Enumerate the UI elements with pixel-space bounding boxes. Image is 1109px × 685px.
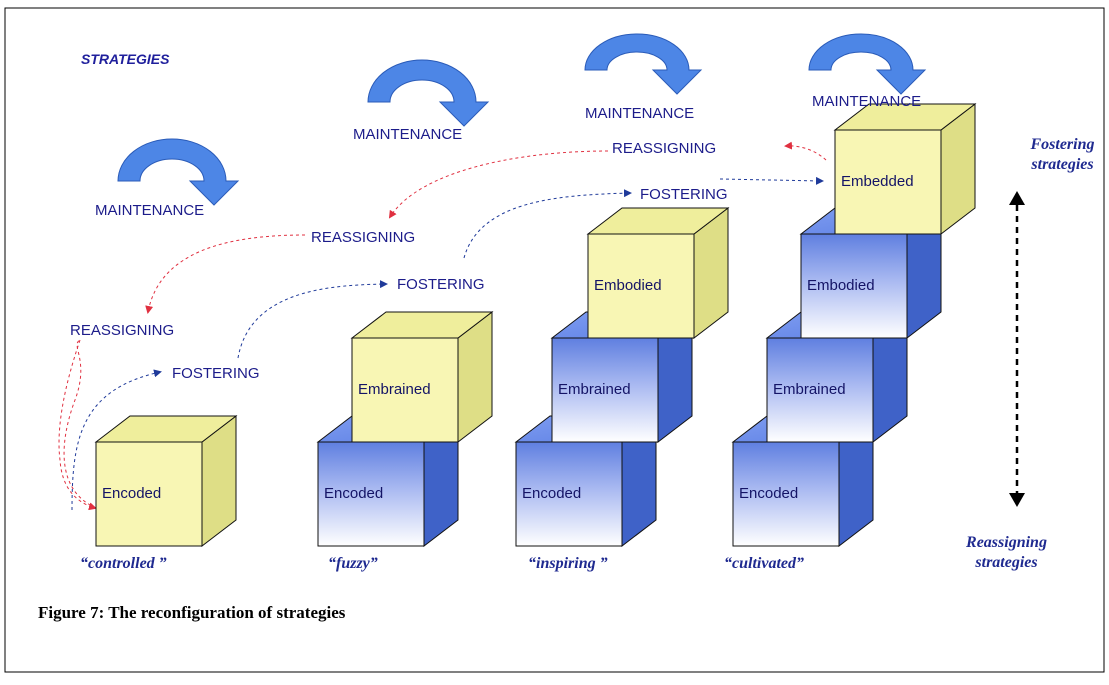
reassigning-label: REASSIGNING [311, 229, 416, 246]
cube-label-embrained: Embrained [773, 381, 846, 398]
maintenance-label: MAINTENANCE [585, 105, 695, 122]
reassigning-strategies-label: Reassigning strategies [966, 534, 1047, 571]
reassign-connector [58, 339, 97, 511]
maintenance-label: MAINTENANCE [95, 202, 205, 219]
cube-label-embrained: Embrained [558, 381, 631, 398]
cube-embedded [833, 102, 977, 236]
cube-label-encoded: Encoded [739, 485, 799, 502]
maintenance-label: MAINTENANCE [353, 126, 463, 143]
maintenance-arrow-icon [584, 33, 703, 95]
foster-connector [463, 189, 632, 259]
figure-border [4, 7, 1105, 673]
stage-caption-fuzzy: “fuzzy” [328, 555, 378, 572]
stage-caption-cultivated: “cultivated” [724, 555, 804, 572]
cube-label-embedded: Embedded [841, 173, 914, 190]
cube-front-face [587, 233, 695, 339]
cube-label-embodied: Embodied [594, 277, 662, 294]
axis-down-arrowhead-icon [1009, 493, 1025, 507]
cube-encoded [94, 414, 238, 548]
stage-caption-controlled: “controlled ” [80, 555, 167, 572]
reassign-connector [784, 141, 827, 161]
foster-connector [719, 176, 824, 185]
cube-front-face [95, 441, 203, 547]
maintenance-arrow-icon [117, 138, 240, 206]
maintenance-label: MAINTENANCE [812, 93, 922, 110]
cube-label-embodied: Embodied [807, 277, 875, 294]
maintenance-arrow-icon [808, 33, 927, 95]
cube-front-face [834, 129, 942, 235]
reassign-connector [388, 150, 609, 219]
cube-front-face [351, 337, 459, 443]
foster-connector [71, 369, 162, 511]
maintenance-arrow-icon [367, 59, 490, 127]
strategies-heading: STRATEGIES [81, 51, 170, 67]
cube-embrained [350, 310, 494, 444]
cube-label-embrained: Embrained [358, 381, 431, 398]
cube-label-encoded: Encoded [324, 485, 384, 502]
cube-embodied [586, 206, 730, 340]
fostering-label: FOSTERING [397, 276, 485, 293]
fostering-label: FOSTERING [640, 186, 728, 203]
figure-caption: Figure 7: The reconfiguration of strateg… [38, 603, 346, 622]
reassign-connector [145, 234, 306, 314]
fostering-strategies-label: Fostering strategies [1030, 136, 1095, 173]
stage-caption-inspiring: “inspiring ” [528, 555, 608, 572]
reassigning-label: REASSIGNING [70, 322, 175, 339]
axis-up-arrowhead-icon [1009, 191, 1025, 205]
cube-label-encoded: Encoded [102, 485, 162, 502]
cube-label-encoded: Encoded [522, 485, 582, 502]
reassign-connector [63, 339, 97, 509]
reassigning-label: REASSIGNING [612, 140, 717, 157]
fostering-label: FOSTERING [172, 365, 260, 382]
